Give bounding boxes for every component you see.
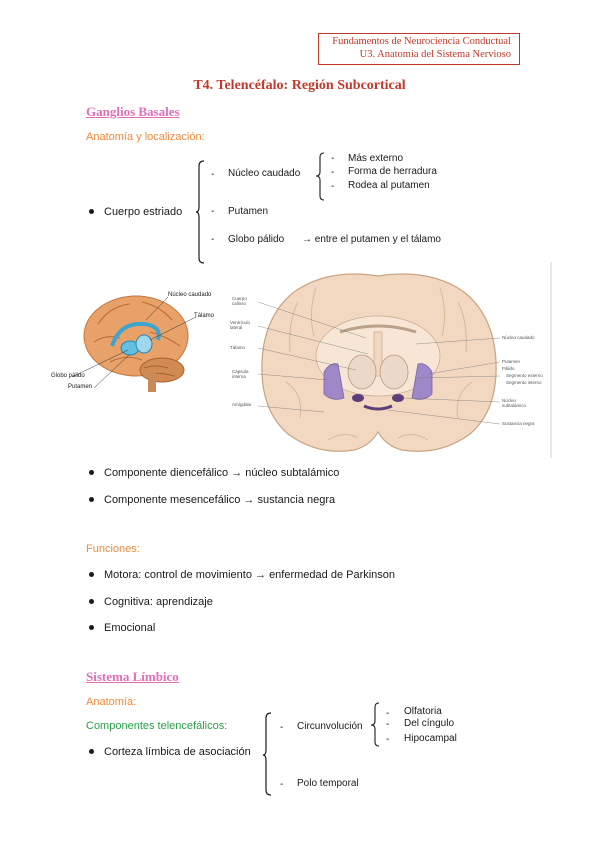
dash: - xyxy=(386,719,390,730)
dash: - xyxy=(386,734,390,745)
section-heading-limbico: Sistema Límbico xyxy=(86,669,179,684)
brace-nucleo-caudado xyxy=(315,152,325,201)
bullet-comp-mesencefalico: Componente mesencefálico → sustancia neg… xyxy=(89,494,335,506)
bullet-text: Emocional xyxy=(104,622,156,634)
item-putamen: Putamen xyxy=(228,206,269,217)
brain-lateral-figure xyxy=(71,295,197,392)
fig-label-globo-palido: Globo pálido xyxy=(51,373,85,379)
fig-label-nucleo-caudado: Núcleo caudado xyxy=(168,292,212,298)
item-nucleo-caudado: Núcleo caudado xyxy=(228,168,301,179)
dash: - xyxy=(331,181,335,192)
caudado-item-1: Más externo xyxy=(348,153,404,164)
item-globo-palido: Globo pálido xyxy=(228,234,285,245)
brain-coronal-figure xyxy=(257,262,552,458)
caudado-item-2: Forma de herradura xyxy=(348,166,437,177)
brace-circunvolucion xyxy=(370,702,380,747)
subheading-anatomia: Anatomía y localización: xyxy=(86,131,205,143)
unit-title: U3. Anatomía del Sistema Nervioso xyxy=(359,49,511,60)
dash: - xyxy=(280,722,284,733)
bullet-cuerpo-estriado: Cuerpo estriado xyxy=(89,206,182,218)
fig-label-segmento-interno: Segmento interno xyxy=(506,380,542,385)
brace-corteza-limbica xyxy=(262,712,272,796)
fig-label-ventriculo-lateral: Ventrículo lateral xyxy=(230,320,251,330)
bullet-dot xyxy=(89,208,94,214)
subheading-componentes: Componentes telencefálicos: xyxy=(86,720,228,732)
item-circunvolucion: Circunvolución xyxy=(297,721,363,732)
bullet-text: Componente mesencefálico → sustancia neg… xyxy=(104,494,336,506)
bullet-comp-diencefalico: Componente diencefálico → núcleo subtalá… xyxy=(89,467,339,479)
dash: - xyxy=(211,234,215,245)
item-polo-temporal: Polo temporal xyxy=(297,778,359,789)
dash: - xyxy=(211,169,215,180)
bullet-funcion-motora: Motora: control de movimiento → enfermed… xyxy=(89,569,395,581)
section-heading-ganglios: Ganglios Basales xyxy=(86,104,180,119)
fig-label-sustancia-negra: Sustancia negra xyxy=(502,421,535,426)
circ-item-1: Olfatoria xyxy=(404,706,442,717)
bullet-dot xyxy=(89,571,94,577)
fig-label-putamen-2: Putamen xyxy=(502,359,521,364)
bullet-text: Cuerpo estriado xyxy=(104,206,183,218)
dash: - xyxy=(211,206,215,217)
fig-label-capsula-interna: Cápsula interna xyxy=(232,369,249,379)
subheading-anatomia-limbico: Anatomía: xyxy=(86,696,137,708)
globo-palido-note: → entre el putamen y el tálamo xyxy=(302,234,441,245)
bullet-dot xyxy=(89,748,94,754)
circ-item-2: Del cíngulo xyxy=(404,718,455,729)
fig-label-cuerpo-calloso: Cuerpo calloso xyxy=(232,296,247,306)
brace-cuerpo-estriado xyxy=(195,160,205,264)
bullet-text: Componente diencefálico → núcleo subtalá… xyxy=(104,467,340,479)
bullet-corteza-limbica: Corteza límbica de asociación xyxy=(89,746,251,758)
fig-label-nucleo-subtalamico: Núcleo subtalámico xyxy=(502,398,527,408)
bullet-dot xyxy=(89,624,94,630)
fig-label-amigdala: Amígdala xyxy=(232,402,252,407)
fig-label-talamo: Tálamo xyxy=(194,313,215,319)
caudado-item-3: Rodea al putamen xyxy=(348,180,430,191)
bullet-funcion-emocional: Emocional xyxy=(89,622,155,634)
page-title: T4. Telencéfalo: Región Subcortical xyxy=(193,78,406,93)
dash: - xyxy=(280,779,284,790)
fig-label-palido: Pálido xyxy=(502,366,515,371)
bullet-text: Corteza límbica de asociación xyxy=(104,746,251,758)
dash: - xyxy=(331,167,335,178)
bullet-dot xyxy=(89,598,94,604)
subheading-funciones: Funciones: xyxy=(86,543,140,555)
fig-label-putamen: Putamen xyxy=(68,384,93,390)
dash: - xyxy=(331,153,335,164)
circ-item-3: Hipocampal xyxy=(404,733,457,744)
bullet-funcion-cognitiva: Cognitiva: aprendizaje xyxy=(89,596,213,608)
bullet-dot xyxy=(89,469,94,475)
bullet-text: Motora: control de movimiento → enfermed… xyxy=(104,569,396,581)
course-title: Fundamentos de Neurociencia Conductual xyxy=(332,36,511,47)
fig-label-nucleo-caudado-2: Núcleo caudado xyxy=(502,335,535,340)
dash: - xyxy=(386,708,390,719)
fig-label-talamo-2: Tálamo xyxy=(230,345,246,350)
bullet-text: Cognitiva: aprendizaje xyxy=(104,596,213,608)
header-box xyxy=(318,33,520,65)
fig-label-segmento-externo: Segmento externo xyxy=(506,373,543,378)
bullet-dot xyxy=(89,496,94,502)
